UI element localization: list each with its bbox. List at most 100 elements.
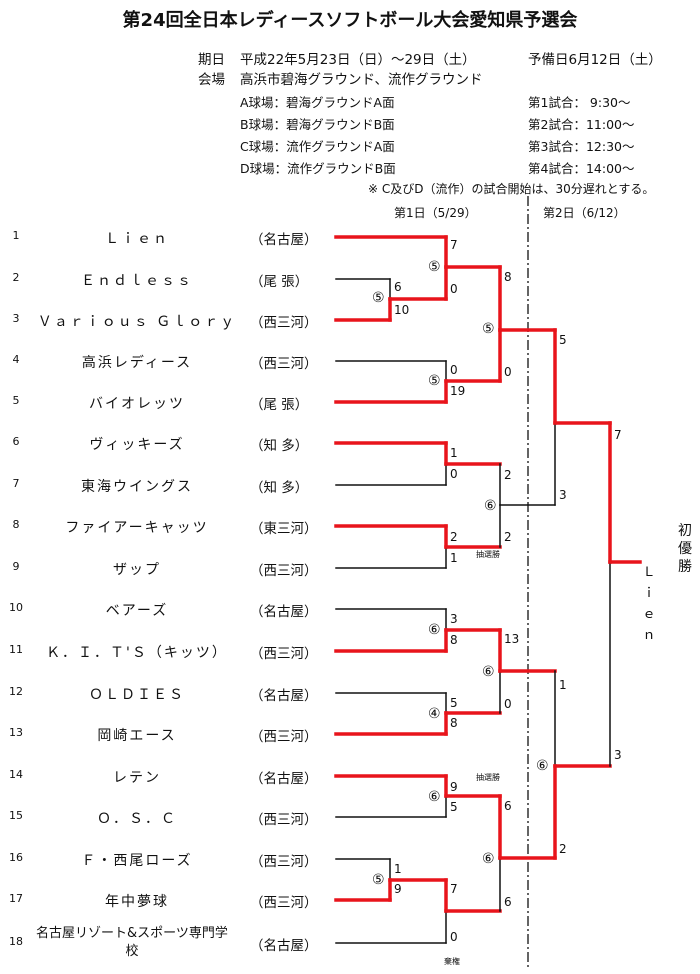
field-number-badge: ⑥ xyxy=(482,664,495,680)
score: 1 xyxy=(450,551,458,565)
score: 10 xyxy=(394,303,410,317)
reserve-date: 予備日6月12日（土） xyxy=(528,52,662,68)
team-region: （知 多） xyxy=(250,480,309,496)
game-3-time: 第3試合：12:30〜 xyxy=(528,139,635,154)
field-number-badge: ⑥ xyxy=(482,851,495,867)
team-name: ベアーズ xyxy=(105,603,169,619)
team-number: 9 xyxy=(12,560,20,573)
field-c: C球場：流作グラウンドA面 xyxy=(240,139,395,154)
team-number: 3 xyxy=(12,312,20,325)
score: 2 xyxy=(504,530,512,544)
field-number-badge: ⑥ xyxy=(428,789,441,805)
champion-label: 初優勝 xyxy=(678,523,692,575)
score: 8 xyxy=(504,270,512,284)
field-number-badge: ④ xyxy=(428,706,441,722)
team-number: 13 xyxy=(9,726,23,739)
dates-label: 期日 xyxy=(198,52,225,68)
score: 7 xyxy=(614,428,622,442)
field-d: D球場：流作グラウンドB面 xyxy=(240,161,396,176)
team-name: 東海ウイングス xyxy=(81,479,193,495)
team-name: ＯＬＤＩＥＳ xyxy=(89,687,185,703)
team-region: （尾 張） xyxy=(250,397,309,413)
team-number: 8 xyxy=(12,518,20,531)
team-number: 4 xyxy=(12,353,20,366)
game-2-time: 第2試合：11:00〜 xyxy=(528,117,635,132)
field-number-badge: ⑤ xyxy=(428,373,441,389)
score: 8 xyxy=(450,716,458,730)
team-number: 10 xyxy=(9,601,23,614)
team-number: 7 xyxy=(12,477,20,490)
score: 0 xyxy=(450,930,458,944)
team-region: （西三河） xyxy=(250,895,318,911)
team-name: 岡崎エース xyxy=(97,728,177,744)
field-number-badge: ⑥ xyxy=(428,622,441,638)
score: 2 xyxy=(450,530,458,544)
team-number: 12 xyxy=(9,685,23,698)
team-region: （西三河） xyxy=(250,812,318,828)
score: 1 xyxy=(394,862,402,876)
score: 13 xyxy=(504,632,520,646)
team-name: Ｋ．Ｉ．Ｔ'Ｓ（キッツ） xyxy=(46,645,228,661)
field-number-badge: ⑤ xyxy=(372,872,385,888)
score: 7 xyxy=(450,882,458,896)
score: 2 xyxy=(504,468,512,482)
team-name: ザップ xyxy=(113,562,161,578)
team-name: Ｆ・西尾ローズ xyxy=(81,853,193,869)
team-number: 6 xyxy=(12,435,20,448)
team-name: 名古屋リゾート&スポーツ専門学校 xyxy=(36,926,228,959)
team-region: （名古屋） xyxy=(250,232,318,248)
team-region: （西三河） xyxy=(250,854,318,870)
team-region: （名古屋） xyxy=(250,688,318,704)
team-name: Ｅｎｄｌｅｓｓ xyxy=(81,273,193,289)
team-region: （名古屋） xyxy=(250,604,318,620)
score: 5 xyxy=(450,696,458,710)
score: 6 xyxy=(394,280,402,294)
team-region: （知 多） xyxy=(250,438,309,454)
venues: 高浜市碧海グラウンド、流作グラウンド xyxy=(240,72,483,88)
score: 5 xyxy=(559,333,567,347)
result-note: 棄権 xyxy=(444,957,460,966)
score: 9 xyxy=(450,780,458,794)
field-number-badge: ⑤ xyxy=(372,290,385,306)
team-region: （名古屋） xyxy=(250,771,318,787)
day1-label: 第1日（5/29） xyxy=(394,206,477,220)
start-note: ※ C及びD（流作）の試合開始は、30分遅れとする。 xyxy=(368,182,655,196)
score: 1 xyxy=(559,678,567,692)
game-4-time: 第4試合：14:00〜 xyxy=(528,161,635,176)
team-region: （名古屋） xyxy=(250,938,318,954)
team-number: 1 xyxy=(12,229,20,242)
team-number: 16 xyxy=(9,851,23,864)
team-region: （西三河） xyxy=(250,646,318,662)
field-number-badge: ⑥ xyxy=(484,498,497,514)
team-number: 14 xyxy=(9,768,23,781)
team-number: 17 xyxy=(9,892,23,905)
game-1-time: 第1試合： 9:30〜 xyxy=(528,95,631,110)
team-name: レテン xyxy=(113,770,161,786)
team-name: 高浜レディース xyxy=(81,355,193,371)
team-name: ファイアーキャッツ xyxy=(65,520,209,536)
team-region: （西三河） xyxy=(250,356,318,372)
score: 0 xyxy=(450,363,458,377)
result-note: 抽選勝 xyxy=(476,773,500,782)
team-region: （西三河） xyxy=(250,315,318,331)
score: 0 xyxy=(450,467,458,481)
score: 3 xyxy=(559,488,567,502)
score: 0 xyxy=(504,365,512,379)
dates: 平成22年5月23日（日）〜29日（土） xyxy=(240,52,476,68)
score: 0 xyxy=(504,697,512,711)
score: 6 xyxy=(504,895,512,909)
venue-label: 会場 xyxy=(198,72,225,88)
team-name: 年中夢球 xyxy=(105,894,169,910)
team-name: Ｏ．Ｓ．Ｃ xyxy=(97,811,177,827)
result-note: 抽選勝 xyxy=(476,550,500,559)
score: 3 xyxy=(614,748,622,762)
team-name: バイオレッツ xyxy=(89,396,185,412)
field-b: B球場：碧海グラウンドB面 xyxy=(240,117,395,132)
team-name: ヴィッキーズ xyxy=(89,437,185,453)
team-name: Ｖａｒｉｏｕｓ Ｇｌｏｒｙ xyxy=(37,314,237,330)
page-title: 第24回全日本レディースソフトボール大会愛知県予選会 xyxy=(122,10,578,31)
field-number-badge: ⑤ xyxy=(482,321,495,337)
team-region: （尾 張） xyxy=(250,274,309,290)
field-number-badge: ⑤ xyxy=(428,259,441,275)
score: 6 xyxy=(504,799,512,813)
